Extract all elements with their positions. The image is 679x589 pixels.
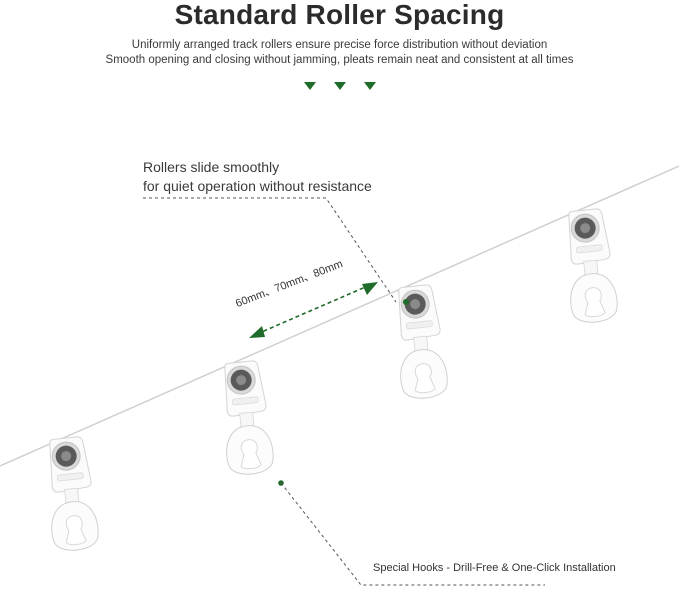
subtitle-line-1: Uniformly arranged track rollers ensure …: [131, 39, 548, 51]
triangle-down-icon: [333, 82, 346, 90]
triangle-down-icon: [303, 82, 316, 90]
triangle-down-icon: [363, 82, 376, 90]
hooks-callout: Special Hooks - Drill-Free & One-Click I…: [373, 562, 616, 574]
down-arrows: [0, 82, 679, 90]
rollers-callout: Rollers slide smoothly for quiet operati…: [143, 158, 372, 196]
rollers-callout-leader: [143, 197, 397, 303]
spacing-arrow-left-icon: [249, 326, 265, 338]
roller-hook-1: [41, 435, 101, 553]
roller-hook-4: [560, 207, 620, 325]
subtitle: Uniformly arranged track rollers ensure …: [0, 38, 679, 68]
rollers-callout-line-2: for quiet operation without resistance: [143, 178, 372, 194]
track-rail: [0, 165, 679, 467]
roller-hook-3: [390, 283, 450, 401]
page-title: Standard Roller Spacing: [174, 0, 505, 30]
roller-hook-2: [216, 359, 276, 477]
spacing-arrow-right-icon: [362, 282, 378, 295]
roller-marker-dot: [403, 299, 409, 305]
subtitle-line-2: Smooth opening and closing without jammi…: [105, 54, 574, 66]
rollers-callout-line-1: Rollers slide smoothly: [143, 159, 280, 175]
hooks-callout-leader: [280, 482, 545, 586]
